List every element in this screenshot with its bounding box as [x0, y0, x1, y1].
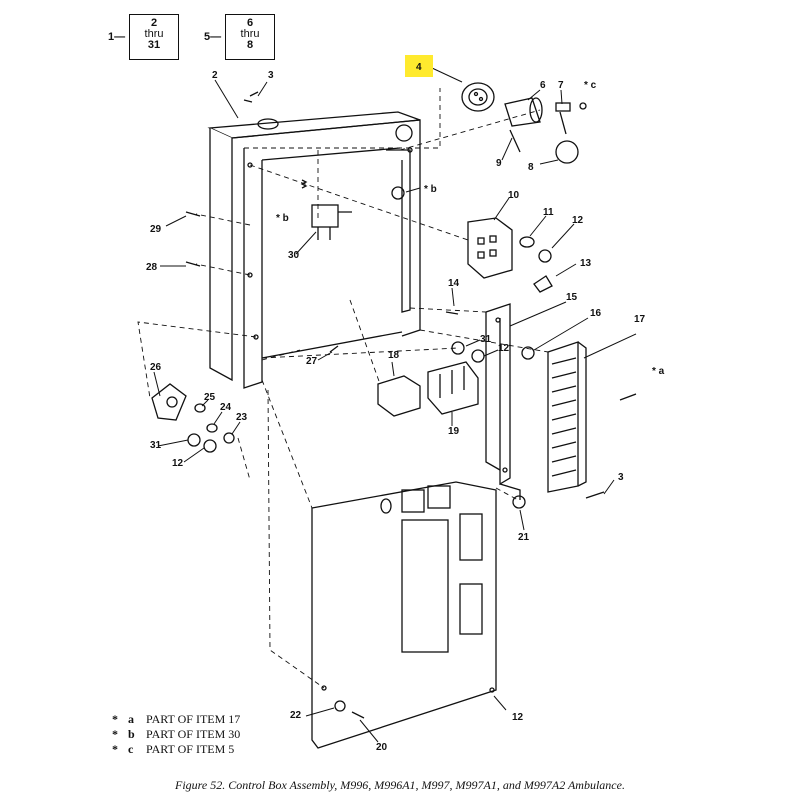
callout-26: 25 [204, 392, 216, 403]
callout-9: 10 [508, 190, 520, 201]
callout-37: 20 [376, 742, 388, 753]
nut-12 [538, 249, 552, 263]
callout-25: 26 [150, 362, 162, 373]
washer-11 [519, 236, 535, 248]
nut-16 [521, 346, 535, 360]
bracket-15 [485, 303, 521, 500]
washer-24 [206, 423, 218, 433]
callout-22: 12 [498, 343, 510, 354]
figure-caption: Figure 52. Control Box Assembly, M996, M… [175, 778, 625, 792]
highlight-item-4 [405, 55, 433, 77]
screw-3-top [243, 91, 259, 103]
callout-20: 17 [634, 314, 646, 325]
callout-23: 27 [306, 356, 318, 367]
screw-a [619, 393, 637, 401]
callout-35: 12 [512, 712, 524, 723]
callout-27: 24 [220, 402, 232, 413]
callout-31: 19 [448, 426, 460, 437]
callout-32: * a [652, 366, 665, 377]
socket-4 [461, 82, 495, 112]
terminal-board-17 [547, 341, 587, 493]
callout-13: 29 [150, 224, 162, 235]
callout-5: * c [584, 80, 597, 91]
callout-10: 11 [543, 207, 554, 218]
callout-17: 14 [448, 278, 460, 289]
nut-12d [471, 349, 485, 363]
cover-plate-20 [311, 481, 497, 749]
socket-19 [427, 361, 479, 415]
nut-12c [512, 495, 526, 509]
callout-21: 31 [480, 334, 492, 345]
callout-4: 7 [558, 80, 564, 91]
callout-15: 30 [288, 250, 300, 261]
nut-23 [223, 432, 235, 444]
callout-14: * b [276, 213, 289, 224]
washer-22 [334, 700, 346, 712]
leader-lines [153, 67, 637, 743]
callout-30: 12 [172, 458, 184, 469]
callout-6: 9 [496, 158, 502, 169]
callout-0: 2 [212, 70, 218, 81]
header-lead-1: 1— [108, 31, 126, 43]
callout-12: 13 [580, 258, 592, 269]
control-box-housing [207, 111, 421, 389]
nut-12b [203, 439, 217, 453]
screw-14 [445, 311, 459, 315]
callout-1: 3 [268, 70, 274, 81]
screw-9 [509, 129, 521, 153]
nut-b [391, 186, 405, 200]
screw-3 [585, 491, 605, 499]
header-box-2: 6 thru 8 [225, 14, 275, 60]
relay-18 [377, 375, 421, 417]
callout-8: * b [424, 184, 437, 195]
screw-29 [185, 211, 201, 217]
callout-16: 28 [146, 262, 158, 273]
alignment-lines [137, 88, 549, 689]
screw-28 [185, 261, 201, 267]
washer-25 [194, 403, 206, 413]
plug-26 [151, 383, 187, 421]
header-lead-5: 5— [204, 31, 222, 43]
header-box-1: 2 thru 31 [129, 14, 179, 60]
connector-13 [533, 275, 553, 293]
callout-2: 4 [416, 62, 422, 73]
screw-27 [329, 345, 339, 353]
callout-34: 21 [518, 532, 530, 543]
callout-36: 22 [290, 710, 302, 721]
callout-11: 12 [572, 215, 584, 226]
callout-19: 16 [590, 308, 602, 319]
screw-21 [351, 711, 365, 719]
callout-33: 3 [618, 472, 624, 483]
callout-3: 6 [540, 80, 546, 91]
lock-7-key-8 [555, 102, 587, 164]
callout-29: 31 [150, 440, 162, 451]
callout-24: 18 [388, 350, 400, 361]
relay-socket-10 [467, 217, 513, 279]
toggle-switch-30 [300, 179, 352, 240]
callout-28: 23 [236, 412, 248, 423]
callout-7: 8 [528, 162, 534, 173]
callout-18: 15 [566, 292, 578, 303]
switch-6 [504, 97, 543, 127]
washer-31 [187, 433, 201, 447]
